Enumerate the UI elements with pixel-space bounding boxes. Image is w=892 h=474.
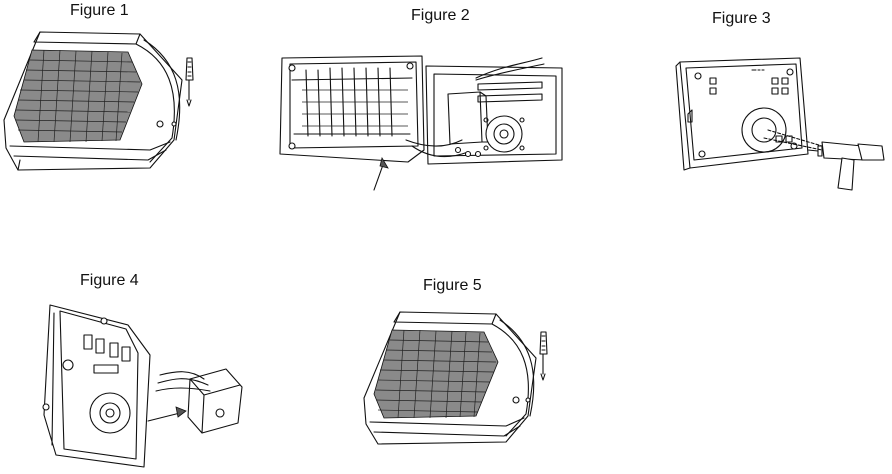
figure-1-illustration [0, 20, 210, 180]
screwdriver-icon [540, 332, 547, 380]
figure-5-label: Figure 5 [423, 277, 482, 294]
figure-3-illustration [672, 50, 892, 210]
screwdriver-icon [186, 58, 193, 106]
back-plate-icon [43, 305, 150, 467]
arrow-icon [148, 407, 186, 421]
figure-2-label: Figure 2 [411, 7, 470, 24]
figure-1-label: Figure 1 [70, 2, 129, 19]
figure-4-illustration [40, 295, 250, 470]
wall-pack-light-icon [4, 32, 182, 170]
arrow-icon [374, 158, 388, 190]
figure-4-label: Figure 4 [80, 272, 139, 289]
figure-2-illustration [272, 50, 572, 200]
drill-icon [764, 130, 884, 190]
back-plate-icon [676, 58, 808, 170]
figure-5-illustration [360, 302, 560, 454]
figure-3-label: Figure 3 [712, 10, 771, 27]
wall-pack-light-icon [364, 312, 536, 444]
opened-housing-icon [280, 56, 562, 164]
junction-box-icon [156, 369, 242, 433]
